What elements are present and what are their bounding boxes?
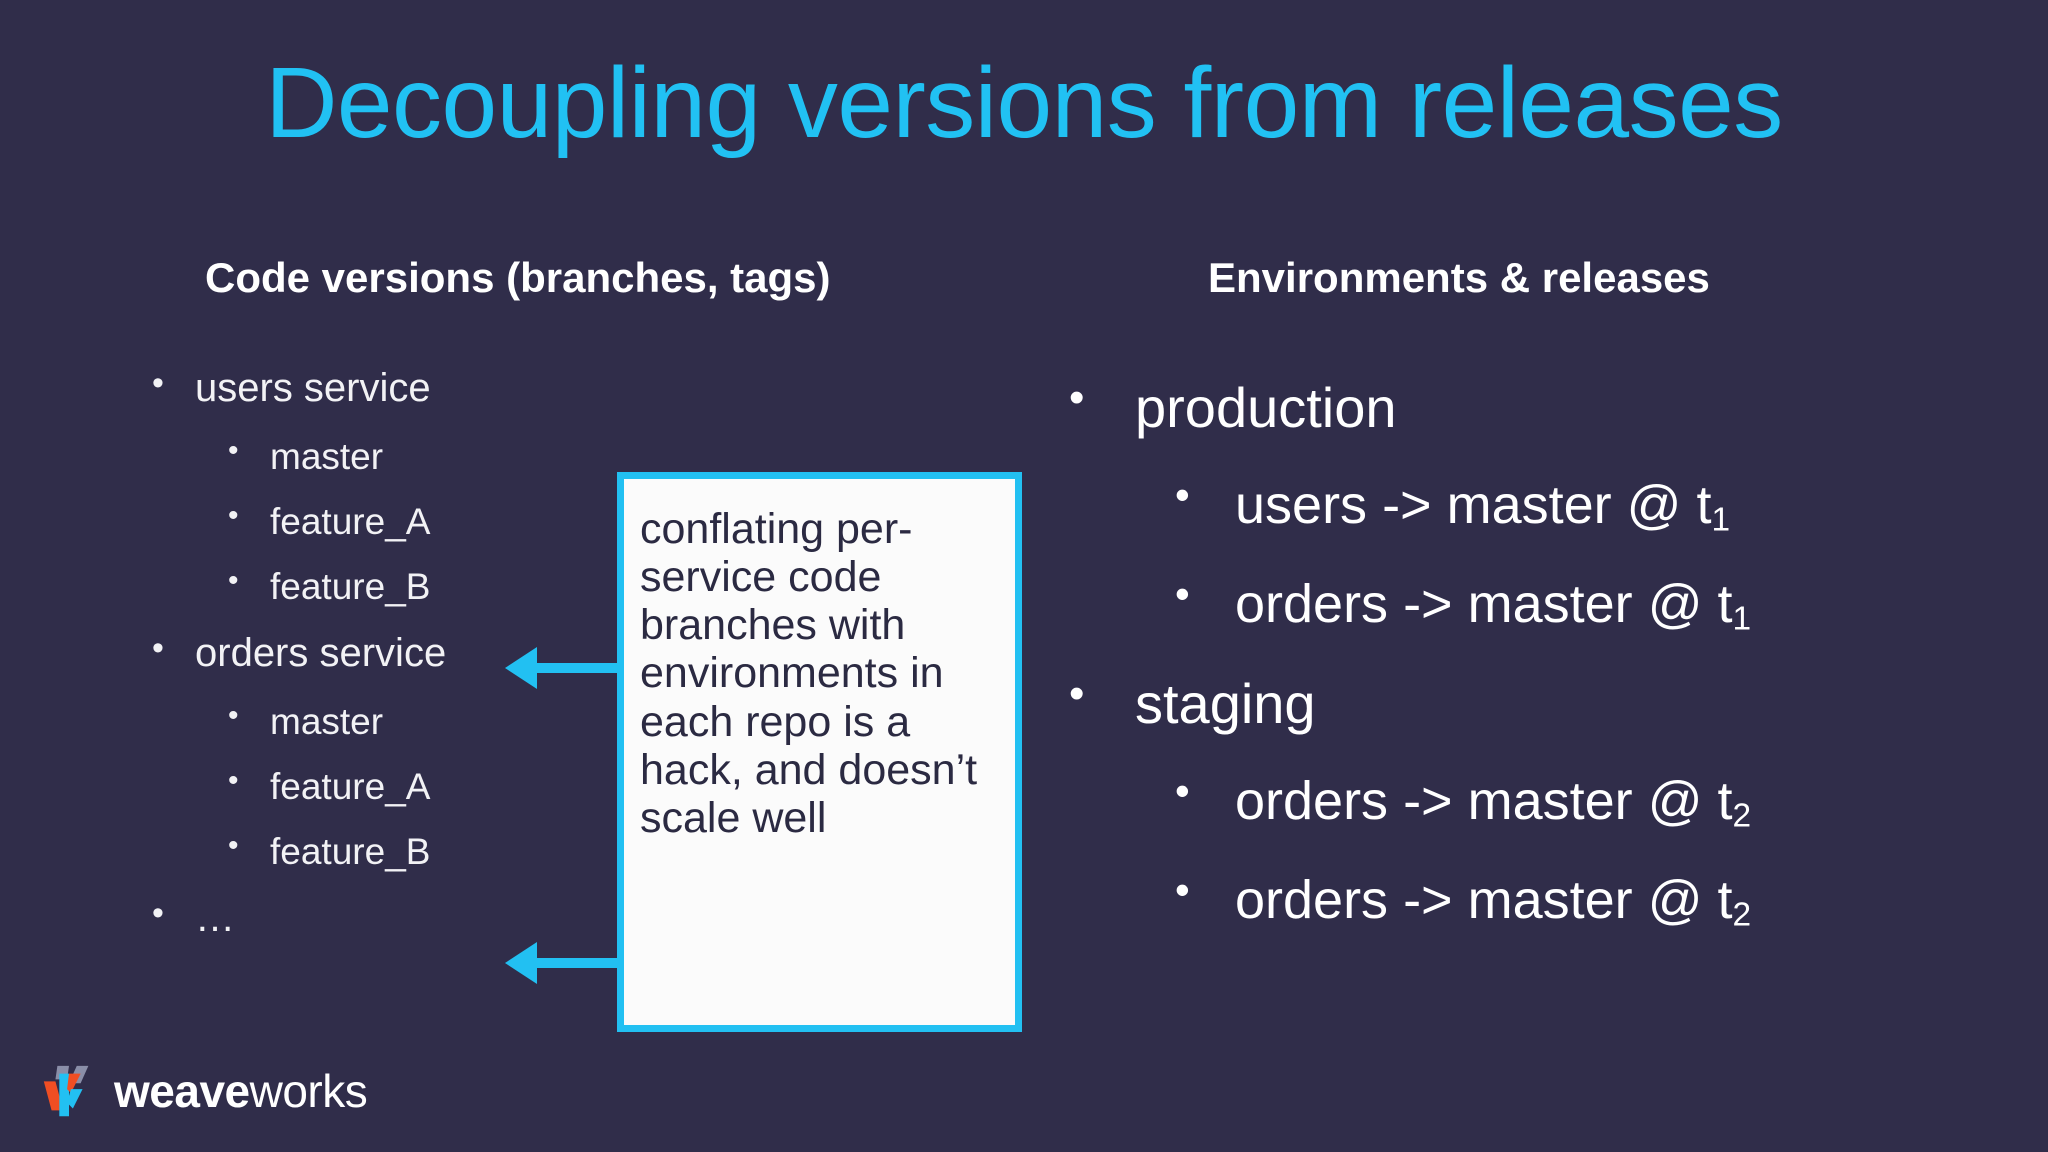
release-time-subscript: 1 xyxy=(1711,501,1731,539)
callout-box: conflating per-service code branches wit… xyxy=(617,472,1022,1032)
list-item: orders -> master @ t1 xyxy=(1055,573,2015,638)
release-at: @ xyxy=(1647,573,1703,634)
left-column-list: users service master feature_A feature_B… xyxy=(140,366,660,968)
release-branch: master xyxy=(1467,573,1633,634)
logo-name-light: works xyxy=(249,1065,368,1117)
list-item: feature_B xyxy=(140,566,660,605)
release-service: users xyxy=(1235,475,1368,535)
release-service: orders xyxy=(1235,869,1389,930)
list-item: users service xyxy=(140,366,660,408)
list-item: feature_B xyxy=(140,831,660,870)
left-column-header: Code versions (branches, tags) xyxy=(205,254,831,301)
list-item: production xyxy=(1055,376,2015,436)
release-at: @ xyxy=(1626,475,1682,535)
release-at: @ xyxy=(1647,770,1703,831)
release-branch: master xyxy=(1467,869,1633,930)
list-item: orders -> master @ t2 xyxy=(1055,869,2015,933)
list-item: master xyxy=(140,701,660,740)
release-time: t xyxy=(1696,475,1712,535)
list-item: feature_A xyxy=(140,766,660,805)
list-item: users -> master @ t1 xyxy=(1055,474,2015,539)
release-service: orders xyxy=(1235,573,1389,634)
weaveworks-logo: weaveworks xyxy=(38,1060,368,1122)
release-time: t xyxy=(1717,770,1733,831)
list-item: orders service xyxy=(140,631,660,673)
callout-text: conflating per-service code branches wit… xyxy=(640,505,978,842)
release-arrow: -> xyxy=(1403,770,1453,831)
release-time-subscript: 2 xyxy=(1732,895,1752,933)
release-time-subscript: 1 xyxy=(1732,600,1752,638)
callout-arrow-top xyxy=(505,647,625,689)
release-arrow: -> xyxy=(1403,869,1453,930)
list-item: master xyxy=(140,436,660,475)
release-time: t xyxy=(1717,869,1733,930)
release-arrow: -> xyxy=(1382,475,1432,535)
list-item: staging xyxy=(1055,672,2015,732)
release-time-subscript: 2 xyxy=(1732,797,1752,835)
list-item: feature_A xyxy=(140,501,660,540)
right-column-list: production users -> master @ t1 orders -… xyxy=(1055,376,2015,971)
callout-arrow-bottom xyxy=(505,942,625,984)
list-item: orders -> master @ t2 xyxy=(1055,770,2015,835)
release-time: t xyxy=(1717,573,1733,634)
list-item: … xyxy=(140,896,660,938)
release-branch: master xyxy=(1446,475,1612,535)
release-branch: master xyxy=(1467,770,1633,831)
weaveworks-wordmark: weaveworks xyxy=(114,1064,368,1118)
release-at: @ xyxy=(1647,869,1703,930)
weaveworks-mark-icon xyxy=(43,1065,89,1117)
release-arrow: -> xyxy=(1403,573,1453,634)
release-service: orders xyxy=(1235,770,1389,831)
page-title: Decoupling versions from releases xyxy=(265,47,1783,159)
logo-name-bold: weave xyxy=(114,1065,250,1117)
right-column-header: Environments & releases xyxy=(1208,254,1710,301)
